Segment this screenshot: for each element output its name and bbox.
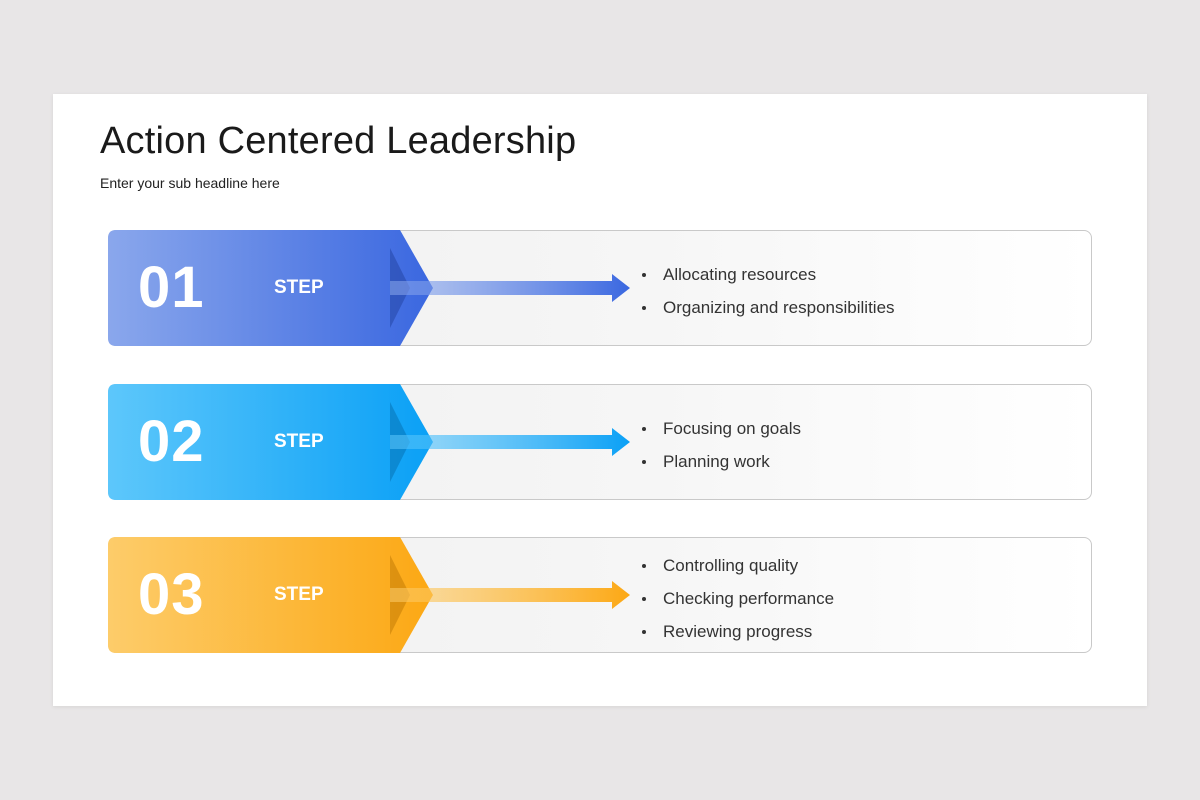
step-banner bbox=[108, 537, 433, 653]
step-arrow bbox=[390, 428, 630, 456]
step-graphic bbox=[108, 384, 630, 500]
step-row-3: 03 STEP Controlling quality Checking per… bbox=[108, 537, 1092, 653]
list-item: Planning work bbox=[640, 445, 801, 478]
step-arrow bbox=[390, 274, 630, 302]
step-row-2: 02 STEP Focusing on goals Planning work bbox=[108, 384, 1092, 500]
list-item: Controlling quality bbox=[640, 549, 834, 582]
step-banner bbox=[108, 230, 433, 346]
step-label: STEP bbox=[274, 431, 324, 452]
step-number: 01 bbox=[138, 255, 205, 320]
step-graphic bbox=[108, 537, 630, 653]
slide-subtitle: Enter your sub headline here bbox=[100, 175, 280, 191]
list-item: Reviewing progress bbox=[640, 615, 834, 648]
step-bullet-list: Focusing on goals Planning work bbox=[640, 412, 801, 478]
list-item: Focusing on goals bbox=[640, 412, 801, 445]
step-graphic bbox=[108, 230, 630, 346]
list-item: Allocating resources bbox=[640, 258, 895, 291]
step-bullet-list: Allocating resources Organizing and resp… bbox=[640, 258, 895, 324]
step-banner bbox=[108, 384, 433, 500]
list-item: Checking performance bbox=[640, 582, 834, 615]
step-number: 03 bbox=[138, 562, 205, 627]
slide: Action Centered Leadership Enter your su… bbox=[53, 94, 1147, 706]
slide-title: Action Centered Leadership bbox=[100, 120, 577, 162]
step-row-1: 01 STEP Allocating resources Organizing … bbox=[108, 230, 1092, 346]
list-item: Organizing and responsibilities bbox=[640, 291, 895, 324]
step-arrow bbox=[390, 581, 630, 609]
step-number: 02 bbox=[138, 409, 205, 474]
step-label: STEP bbox=[274, 277, 324, 298]
step-label: STEP bbox=[274, 584, 324, 605]
step-bullet-list: Controlling quality Checking performance… bbox=[640, 549, 834, 648]
